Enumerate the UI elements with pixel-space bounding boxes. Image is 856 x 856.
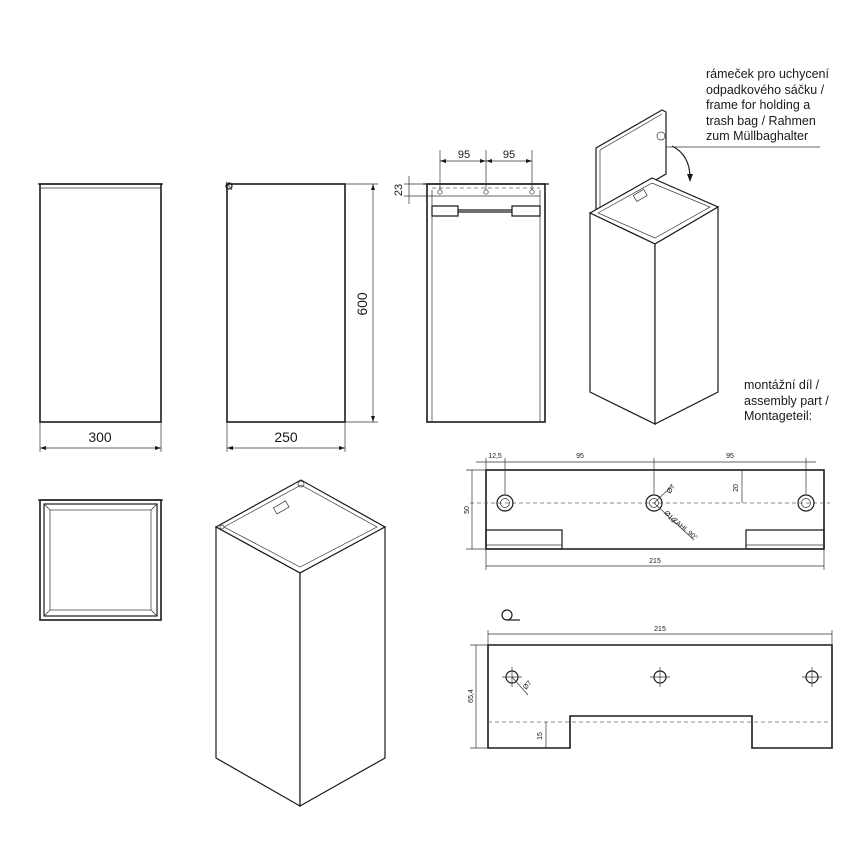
assembly-label-line-2: assembly part / [744,393,829,408]
frame-label-line-2: odpadkového sáčku / [706,82,825,97]
isometric-bin [214,479,387,808]
bent-hole-diameter: Ø7 [522,680,533,692]
height-dimension: 600 [354,292,370,316]
front-view: 300 [38,183,163,452]
plate-width-dimension: 215 [649,558,661,565]
bent-width-dimension: 215 [654,626,666,633]
top-offset-dimension: 23 [393,184,405,196]
front-width-dimension: 300 [88,429,112,445]
assembly-callout: montážní díl / assembly part / Montagete… [744,378,829,425]
isometric-with-frame [588,109,820,425]
frame-label-line-4: trash bag / Rahmen [706,113,816,128]
hole-spacing-left: 95 [458,149,470,161]
bent-hole-center [650,667,670,687]
side-view: 250 600 [225,181,378,452]
plate-spacing-right: 95 [726,453,734,460]
bent-tab-dimension: 15 [537,732,544,740]
frame-callout: rámeček pro uchycení odpadkového sáčku /… [706,67,829,145]
plate-hole-offset: 20 [733,484,740,492]
plate-spacing-left: 95 [576,453,584,460]
assembly-label-line-3: Montageteil: [744,409,813,423]
assembly-label-line-1: montážní díl / [744,378,820,392]
frame-label-line-5: zum Müllbaghalter [706,129,809,143]
side-depth-dimension: 250 [274,429,298,445]
frame-label-line-3: frame for holding a [706,98,811,112]
top-view [38,499,163,621]
plate-edge-dimension: 12,5 [488,453,502,460]
plate-hole-center [645,494,663,512]
plate-hole-diameter: Ø7 [666,483,677,495]
bent-height-dimension: 65,4 [468,689,475,703]
plate-height-dimension: 50 [464,506,471,514]
plate-countersink-angle: ZAHL 90° [671,516,699,542]
plate-hole-right [797,494,815,512]
bent-plate: 215 65,4 Ø7 15 [468,609,833,749]
bent-hole-right [802,667,822,687]
hole-spacing-right: 95 [503,149,515,161]
section-view: 95 95 23 [393,149,549,423]
flat-plate: 12,5 95 95 Ø7 Ø10 ZAHL 90° 20 50 215 [464,453,830,570]
plate-hole-left [496,494,514,512]
frame-label-line-1: rámeček pro uchycení [706,67,829,81]
